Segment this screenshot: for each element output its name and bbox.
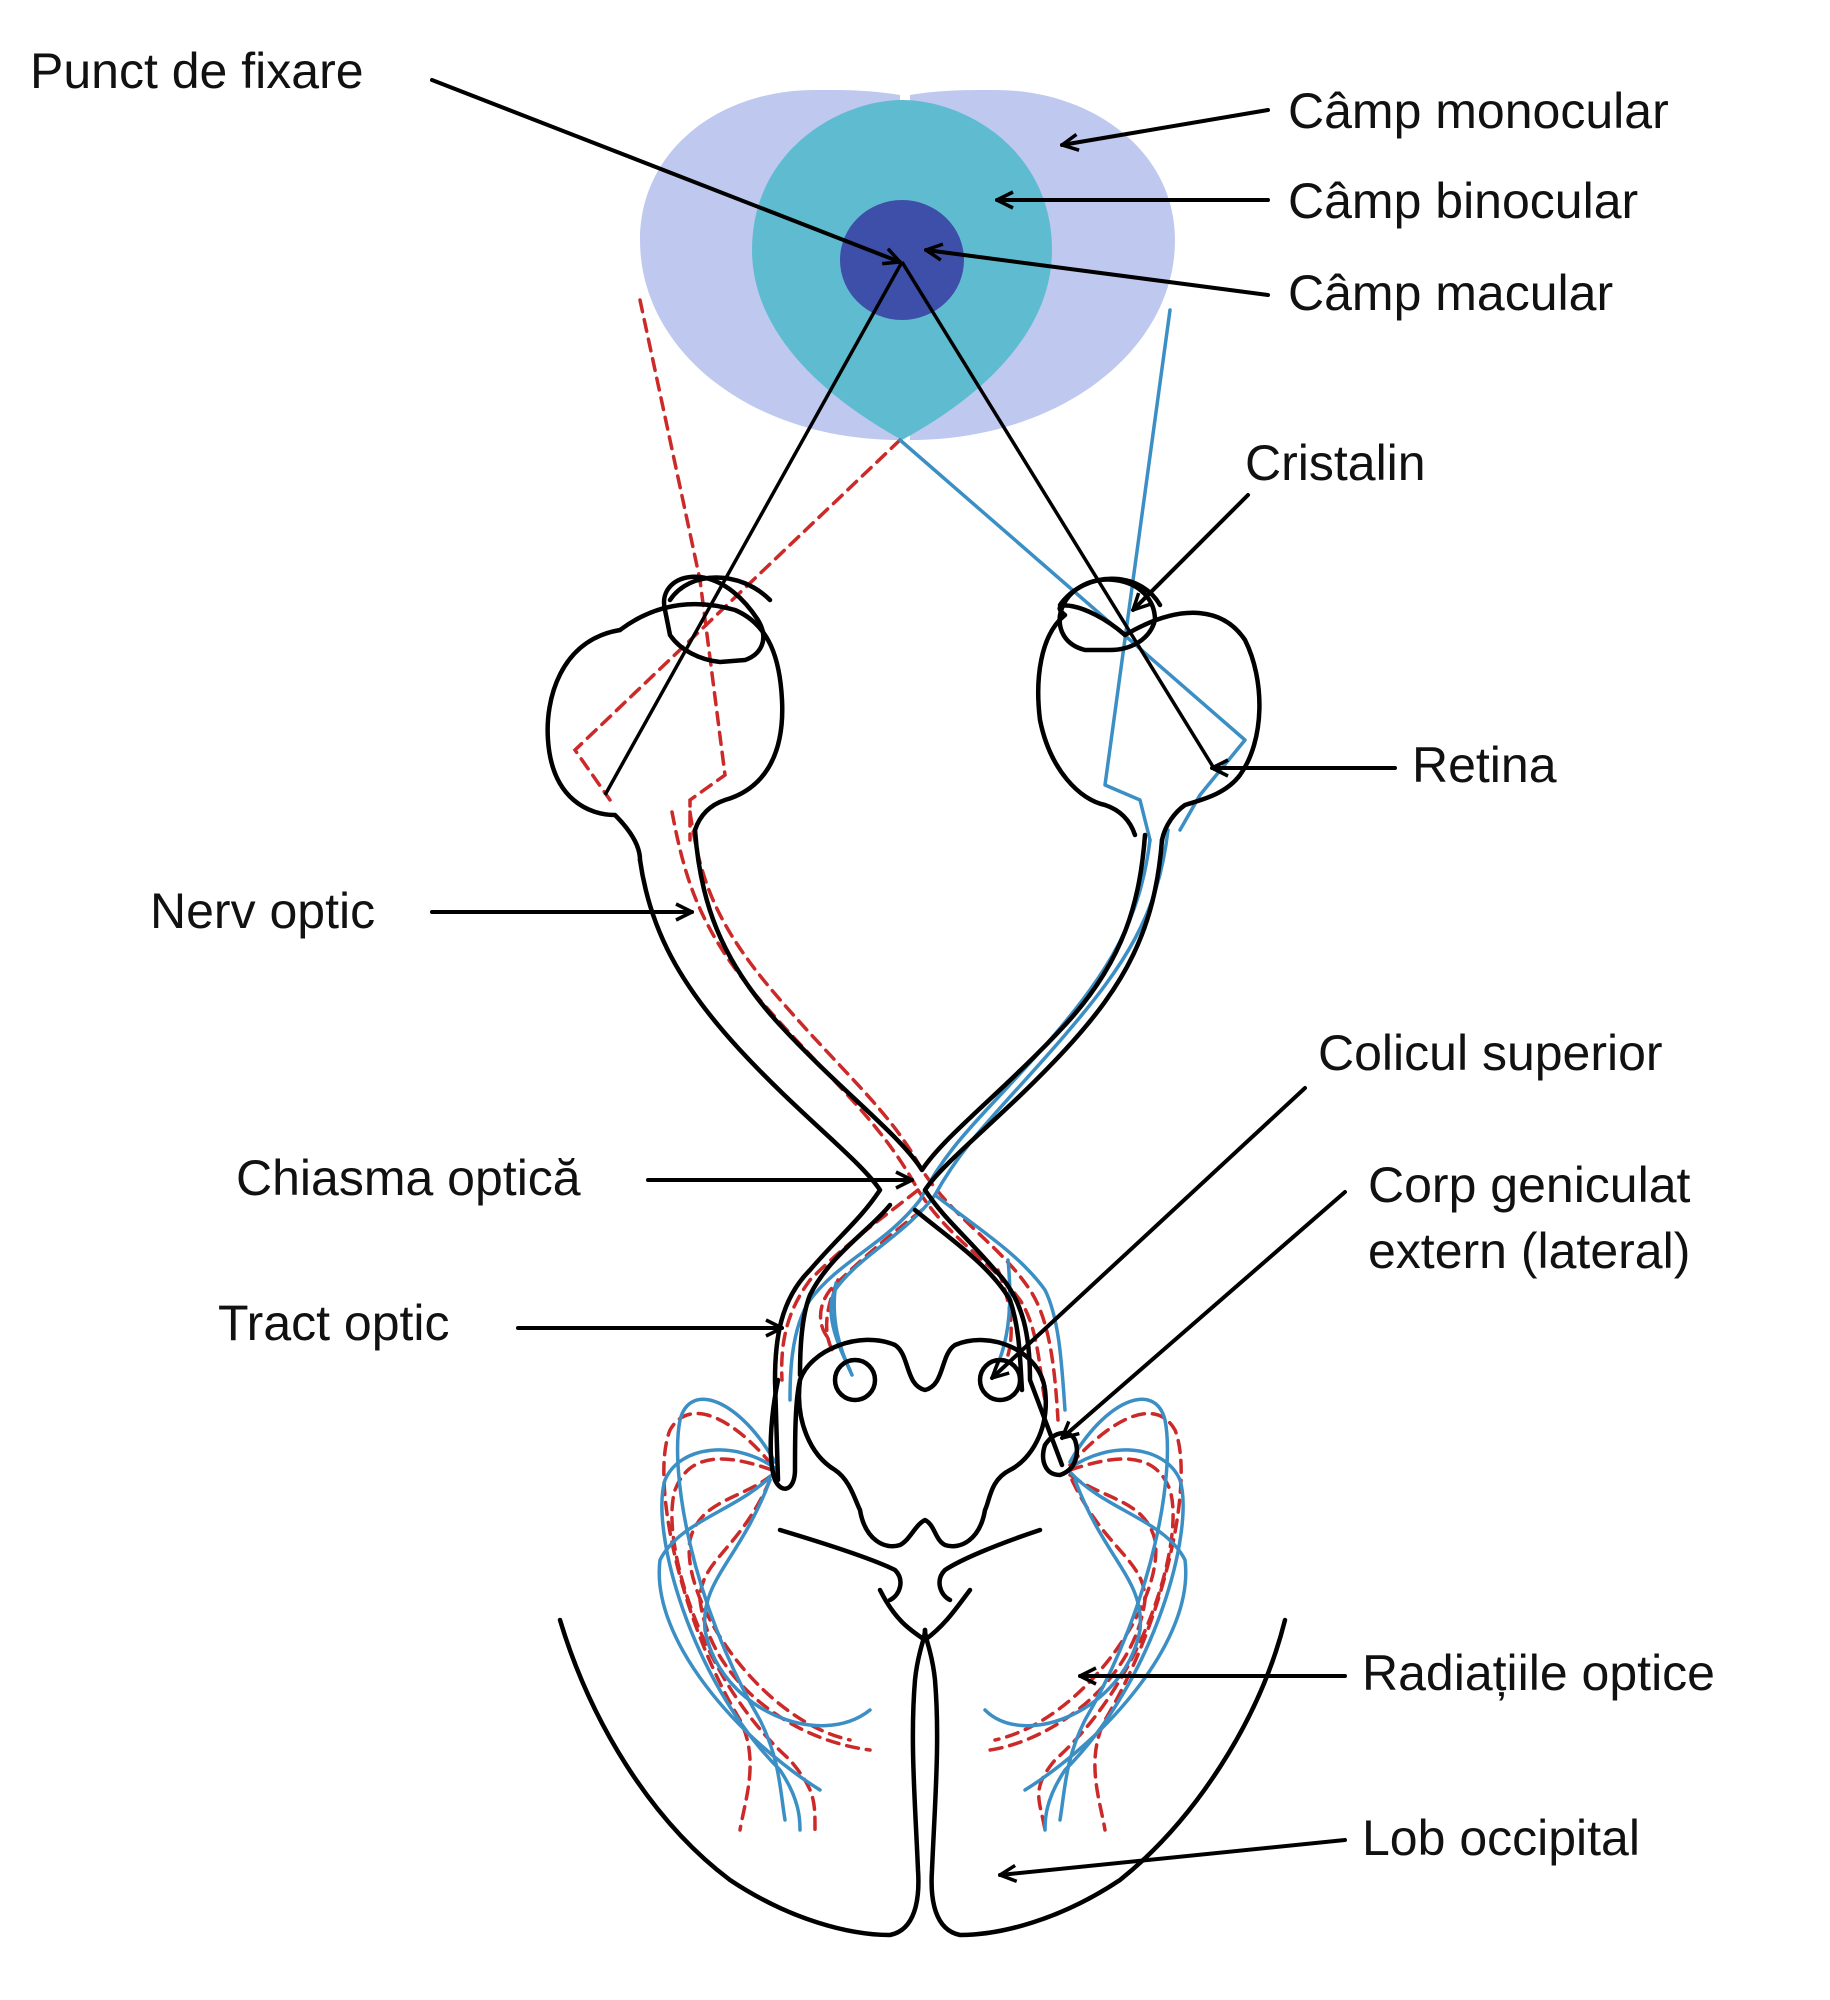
- red-pathway: [572, 298, 1183, 1832]
- red-radiation-r1: [1068, 1411, 1183, 1832]
- label-retina-text: Retina: [1412, 737, 1557, 793]
- red-radiation-l3: [687, 1473, 852, 1742]
- red-radiation-l1: [662, 1411, 774, 1832]
- pointer-occipital-lobe: [998, 1838, 1347, 1883]
- optic-nerve-left-inner: [692, 827, 1148, 1173]
- label-lateral-geniculate-line1: Corp geniculat: [1368, 1157, 1691, 1213]
- right-eyeball-right-side: [1122, 610, 1262, 843]
- label-monocular-field: Câmp monocular: [1060, 83, 1669, 152]
- red-field-line-left-temporal: [638, 298, 727, 842]
- label-fixation-point-text: Punct de fixare: [30, 43, 364, 99]
- red-tract-left: [779, 1188, 920, 1382]
- blue-tract-right: [933, 1193, 1067, 1412]
- red-radiation-r3: [993, 1473, 1158, 1742]
- optic-nerve-right-outer: [922, 837, 1165, 1468]
- left-lens: [661, 574, 766, 665]
- red-optic-nerve-1: [670, 810, 1047, 1402]
- label-occipital-lobe: Lob occipital: [998, 1810, 1640, 1883]
- optic-chiasm-bottom: [797, 1202, 1025, 1393]
- sight-lines: [603, 261, 1217, 796]
- blue-radiation-r1: [1058, 1397, 1170, 1822]
- left-geniculate: [768, 1377, 803, 1491]
- left-colliculus: [832, 1357, 878, 1403]
- label-macular-field: Câmp macular: [924, 242, 1613, 321]
- blue-radiation-l3: [657, 1470, 822, 1792]
- left-eye: [545, 574, 785, 863]
- blue-radiation-r3: [1023, 1470, 1188, 1792]
- nerve-outline: [637, 827, 1165, 1483]
- label-optic-chiasm: Chiasma optică: [236, 1150, 914, 1206]
- label-optic-chiasm-text: Chiasma optică: [236, 1150, 581, 1206]
- right-eye: [1036, 576, 1262, 843]
- pons-right: [937, 1527, 1043, 1603]
- label-optic-nerve-text: Nerv optic: [150, 883, 375, 939]
- left-eyeball: [545, 627, 643, 863]
- label-lateral-geniculate-line2: extern (lateral): [1368, 1223, 1690, 1279]
- pointer-lateral-geniculate: [1060, 1190, 1347, 1440]
- pointer-superior-colliculus: [990, 1086, 1307, 1380]
- pointer-macular-field: [924, 242, 1270, 297]
- right-occipital-lobe: [922, 1617, 1288, 1938]
- labels: Punct de fixare Câmp monocular Câmp bino…: [30, 43, 1715, 1883]
- blue-radiation-l1: [675, 1397, 787, 1822]
- blue-colliculus-left: [832, 1281, 854, 1377]
- label-optic-radiations: Radiațiile optice: [1078, 1645, 1715, 1701]
- label-lens-text: Cristalin: [1245, 435, 1426, 491]
- sight-line-left: [603, 261, 904, 796]
- macular-field: [840, 200, 964, 320]
- label-optic-radiations-text: Radiațiile optice: [1362, 1645, 1715, 1701]
- red-radiation-l2: [670, 1457, 817, 1832]
- label-optic-tract-text: Tract optic: [218, 1295, 450, 1351]
- visual-fields: [640, 89, 1175, 440]
- label-binocular-field: Câmp binocular: [995, 173, 1638, 229]
- label-optic-tract: Tract optic: [218, 1295, 784, 1351]
- blue-radiation-l2: [660, 1448, 802, 1832]
- pointer-monocular-field: [1060, 108, 1270, 152]
- label-superior-colliculus-text: Colicul superior: [1318, 1025, 1663, 1081]
- label-lens: Cristalin: [1131, 435, 1426, 612]
- sight-line-right: [900, 261, 1217, 771]
- label-lateral-geniculate: Corp geniculat extern (lateral): [1060, 1157, 1691, 1440]
- blue-optic-nerve-2: [829, 828, 1170, 1372]
- optic-nerve-left-outer: [637, 857, 883, 1483]
- red-radiation-l4: [698, 1478, 872, 1752]
- red-radiation-r2: [1037, 1457, 1175, 1832]
- left-occipital-lobe: [557, 1617, 928, 1938]
- pointer-lens: [1131, 493, 1250, 612]
- red-field-line-nasal: [572, 438, 902, 802]
- left-cornea: [667, 575, 773, 603]
- occipital-lobes: [557, 1617, 1288, 1938]
- right-colliculus: [977, 1357, 1023, 1403]
- label-superior-colliculus: Colicul superior: [990, 1025, 1663, 1380]
- pointer-fixation-point: [430, 78, 902, 266]
- left-eyeball-right-side: [617, 601, 785, 833]
- midbrain-outline: [796, 1337, 1049, 1549]
- blue-field-line-nasal: [898, 438, 1247, 832]
- label-occipital-lobe-text: Lob occipital: [1362, 1810, 1640, 1866]
- label-monocular-field-text: Câmp monocular: [1288, 83, 1669, 139]
- label-retina: Retina: [1210, 737, 1557, 793]
- pons-left: [777, 1527, 903, 1603]
- label-optic-nerve: Nerv optic: [150, 883, 694, 939]
- label-binocular-field-text: Câmp binocular: [1288, 173, 1638, 229]
- label-macular-field-text: Câmp macular: [1288, 265, 1613, 321]
- red-radiation-r4: [988, 1478, 1147, 1752]
- blue-radiation-r2: [1043, 1448, 1185, 1832]
- right-cornea: [1057, 576, 1163, 608]
- red-optic-nerve-2: [688, 810, 1060, 1422]
- blue-radiation-r4: [983, 1478, 1143, 1728]
- blue-field-line-temporal: [1103, 308, 1172, 842]
- right-eyeball: [1036, 603, 1138, 838]
- label-fixation-point: Punct de fixare: [30, 43, 902, 266]
- blue-radiation-l4: [702, 1478, 872, 1728]
